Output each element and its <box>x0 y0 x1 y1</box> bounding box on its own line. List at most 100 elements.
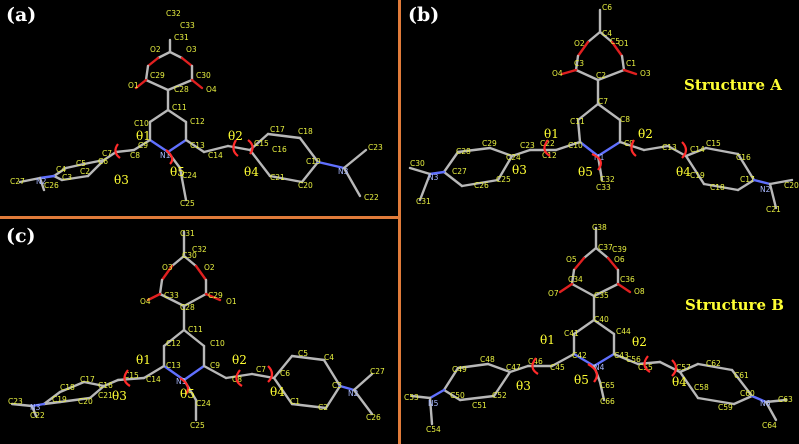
atom-d-C57: C57 <box>676 363 691 372</box>
atom-b-C23: C23 <box>520 141 535 150</box>
atom-d-C59: C59 <box>718 403 733 412</box>
atom-a-C31: C31 <box>174 33 189 42</box>
atom-c-C26: C26 <box>366 413 381 422</box>
atom-a-C6: C6 <box>98 157 108 166</box>
atom-b-C2: C2 <box>596 71 606 80</box>
atom-c-C28: C28 <box>180 303 195 312</box>
atom-b-C10: C10 <box>568 141 583 150</box>
atom-b-C29: C29 <box>482 139 497 148</box>
theta-c-3: θ3 <box>112 389 127 403</box>
atom-a-O3: O3 <box>186 45 197 54</box>
atom-d-C35: C35 <box>594 291 609 300</box>
theta-b-5: θ5 <box>578 165 593 179</box>
theta-c-2: θ2 <box>232 353 247 367</box>
atom-c-C17: C17 <box>80 375 95 384</box>
atom-a-C12: C12 <box>190 117 205 126</box>
atom-c-C10: C10 <box>210 339 225 348</box>
atom-c-C6: C6 <box>280 369 290 378</box>
atom-b-C26: C26 <box>474 181 489 190</box>
atom-a-C29: C29 <box>150 71 165 80</box>
theta-d-5: θ5 <box>574 373 589 387</box>
atom-a-C10: C10 <box>134 119 149 128</box>
atom-d-C62: C62 <box>706 359 721 368</box>
atom-c-C24: C24 <box>196 399 211 408</box>
atom-c-C33: C33 <box>164 291 179 300</box>
atom-a-C13: C13 <box>190 141 205 150</box>
atom-c-C20: C20 <box>78 397 93 406</box>
atom-b-C5: C5 <box>610 37 620 46</box>
atom-b-C22: C22 <box>540 139 555 148</box>
theta-c-4: θ4 <box>270 385 285 399</box>
atom-c-O2: O2 <box>204 263 215 272</box>
theta-a-1: θ1 <box>136 129 151 143</box>
atom-a-C2: C2 <box>80 167 90 176</box>
atom-c-C7: C7 <box>256 365 266 374</box>
left-horizontal-divider <box>0 216 398 219</box>
atom-d-C64: C64 <box>762 421 777 430</box>
atom-d-C39: C39 <box>612 245 627 254</box>
atom-d-C41: C41 <box>564 329 579 338</box>
atom-d-N4: N4 <box>594 363 605 372</box>
atom-b-C27: C27 <box>452 167 467 176</box>
atom-d-C46: C46 <box>528 357 543 366</box>
theta-a-3: θ3 <box>114 173 129 187</box>
theta-b-3: θ3 <box>512 163 527 177</box>
atom-a-C27: C27 <box>10 177 25 186</box>
atom-a-C23: C23 <box>368 143 383 152</box>
atom-d-C56: C56 <box>626 355 641 364</box>
atom-b-C1: C1 <box>626 59 636 68</box>
atom-a-C21: C21 <box>270 173 285 182</box>
atom-d-O5: O5 <box>566 255 577 264</box>
atom-b-C25: C25 <box>496 175 511 184</box>
atom-d-C34: C34 <box>568 275 583 284</box>
atom-b-C16: C16 <box>736 153 751 162</box>
atom-b-O4: O4 <box>552 69 563 78</box>
atom-d-C36: C36 <box>620 275 635 284</box>
atom-a-C18: C18 <box>298 127 313 136</box>
atom-d-C51: C51 <box>472 401 487 410</box>
atom-d-C61: C61 <box>734 371 749 380</box>
atom-c-C21: C21 <box>98 391 113 400</box>
atom-b-O3: O3 <box>640 69 651 78</box>
atom-c-C32: C32 <box>192 245 207 254</box>
atom-b-C7: C7 <box>598 97 608 106</box>
atom-c-C4: C4 <box>324 353 334 362</box>
atom-a-C19: C19 <box>306 157 321 166</box>
theta-b-2: θ2 <box>638 127 653 141</box>
atom-a-C14: C14 <box>208 151 223 160</box>
atom-a-C9: C9 <box>138 141 148 150</box>
structure-a-label: Structure A <box>684 76 782 94</box>
panel-label-c: (c) <box>6 225 36 247</box>
theta-d-4: θ4 <box>672 375 687 389</box>
atom-a-C5: C5 <box>76 159 86 168</box>
vertical-divider <box>398 0 401 444</box>
atom-c-C29: C29 <box>208 291 223 300</box>
atom-c-C15: C15 <box>124 371 139 380</box>
theta-c-5: θ5 <box>180 387 195 401</box>
atom-c-O3: O3 <box>162 263 173 272</box>
panel-c <box>0 219 398 444</box>
atom-c-C14: C14 <box>146 375 161 384</box>
atom-a-C3: C3 <box>62 173 72 182</box>
atom-d-C66: C66 <box>600 397 615 406</box>
atom-b-C3: C3 <box>574 59 584 68</box>
atom-b-C32: C32 <box>600 175 615 184</box>
atom-a-C16: C16 <box>272 145 287 154</box>
theta-d-2: θ2 <box>632 335 647 349</box>
atom-d-C44: C44 <box>616 327 631 336</box>
atom-a-C11: C11 <box>172 103 187 112</box>
atom-a-N2: N2 <box>36 177 47 186</box>
molecule-d: C38 C37 C39 O5 O6 O7 C34 C36 O8 C35 C40 … <box>404 223 793 434</box>
structure-b-label: Structure B <box>685 296 784 314</box>
atom-b-O1: O1 <box>618 39 629 48</box>
atom-b-C21: C21 <box>766 205 781 214</box>
atom-c-C22: C22 <box>30 411 45 420</box>
atom-b-C6: C6 <box>602 3 612 12</box>
atom-d-C65: C65 <box>600 381 615 390</box>
atom-c-O4: O4 <box>140 297 151 306</box>
atom-c-C5: C5 <box>298 349 308 358</box>
atom-c-C2: C2 <box>318 403 328 412</box>
atom-b-C9: C9 <box>624 139 634 148</box>
atom-c-N2: N2 <box>348 389 359 398</box>
